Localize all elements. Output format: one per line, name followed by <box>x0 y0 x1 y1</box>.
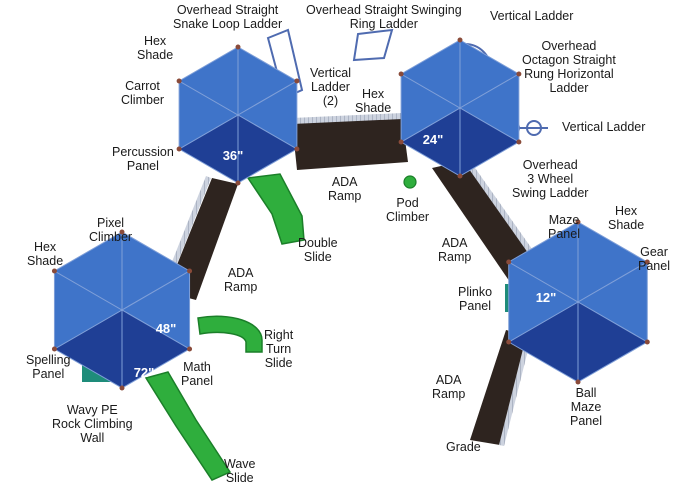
label-hex-shade-right: Hex Shade <box>608 204 645 232</box>
hex-roof-48 <box>51 229 193 391</box>
railing-right <box>464 158 544 270</box>
hex-roof-24-post <box>398 139 404 145</box>
hex-roof-12-post <box>575 219 581 225</box>
hex-roof-48-post <box>187 268 193 274</box>
label-hex-shade-2: Hex Shade <box>355 87 392 115</box>
hex-roof-36-post <box>176 146 182 152</box>
hex-roof-48-post <box>119 385 125 391</box>
double-slide-shape <box>246 173 305 245</box>
hex-roof-36-post <box>235 44 241 50</box>
label-grade: Grade <box>446 440 481 454</box>
label-plinko-panel: Plinko Panel <box>458 285 493 313</box>
hex-roof-24-post <box>516 139 522 145</box>
label-spelling-panel: Spelling Panel <box>26 353 71 381</box>
hex-roof-12-post <box>644 259 650 265</box>
deck-height-36: 36" <box>223 148 244 163</box>
label-vertical-ladder-right: Vertical Ladder <box>562 120 646 134</box>
label-ada-ramp-left: ADA Ramp <box>224 266 258 294</box>
label-carrot-climber: Carrot Climber <box>121 79 165 107</box>
hex-roof-24-post <box>457 37 463 43</box>
label-gear-panel: Gear Panel <box>638 245 670 273</box>
slides <box>144 173 417 481</box>
hex-roof-48-post <box>51 346 57 352</box>
right-turn-slide-shape <box>197 315 263 353</box>
label-ball-maze-panel: Ball Maze Panel <box>570 386 602 428</box>
hex-roof-36-post <box>176 78 182 84</box>
hex-roof-24 <box>398 37 522 179</box>
deck-height-48: 48" <box>156 321 177 336</box>
label-math-panel: Math Panel <box>181 360 213 388</box>
label-right-turn-slide: Right Turn Slide <box>264 328 294 370</box>
label-overhead-snake-loop-ladder: Overhead Straight Snake Loop Ladder <box>173 3 283 31</box>
deck-height-12: 12" <box>536 290 557 305</box>
label-wavy-pe-rock-climbing-wall: Wavy PE Rock Climbing Wall <box>52 403 133 445</box>
label-double-slide: Double Slide <box>298 236 338 264</box>
ramp-right <box>432 160 540 285</box>
deck-height-72: 72" <box>134 365 155 380</box>
hex-roof-12-post <box>506 259 512 265</box>
hex-roof-36-post <box>235 180 241 186</box>
label-overhead-swinging-ring-ladder: Overhead Straight Swinging Ring Ladder <box>306 3 462 31</box>
hex-roof-36-panel <box>178 46 239 116</box>
hex-roof-24-post <box>516 71 522 77</box>
label-maze-panel: Maze Panel <box>548 213 580 241</box>
hex-roof-24-panel <box>400 39 461 109</box>
label-pod-climber: Pod Climber <box>386 196 430 224</box>
hex-roof-36-post <box>294 78 300 84</box>
railing-top <box>292 113 402 124</box>
hex-roof-24-post <box>457 173 463 179</box>
hex-roof-12-post <box>575 379 581 385</box>
label-ada-ramp-top: ADA Ramp <box>328 175 362 203</box>
hex-roof-12 <box>506 219 650 385</box>
label-overhead-3-wheel-swing-ladder: Overhead 3 Wheel Swing Ladder <box>512 158 589 200</box>
wheel-3 <box>526 120 542 136</box>
wave-slide-shape <box>144 371 232 481</box>
hex-roof-48-panel <box>53 231 123 311</box>
hex-roof-12-post <box>506 339 512 345</box>
hex-roof-12-post <box>644 339 650 345</box>
hex-roof-36-post <box>294 146 300 152</box>
swinging-ring-ladder-shape <box>352 28 394 62</box>
label-hex-shade-1: Hex Shade <box>137 34 174 62</box>
deck-height-24: 24" <box>423 132 444 147</box>
label-hex-shade-left: Hex Shade <box>27 240 64 268</box>
hex-roof-48-post <box>119 229 125 235</box>
label-wave-slide: Wave Slide <box>224 457 256 485</box>
railing-bottom <box>499 333 532 446</box>
hex-roof-36 <box>176 44 300 186</box>
label-percussion-panel: Percussion Panel <box>112 145 174 173</box>
label-ada-ramp-mid: ADA Ramp <box>438 236 472 264</box>
ramp-bottom <box>470 330 532 445</box>
pod-climber-shape <box>403 175 417 189</box>
hex-roof-48-post <box>51 268 57 274</box>
label-overhead-octagon-ladder: Overhead Octagon Straight Rung Horizonta… <box>522 39 616 95</box>
label-vertical-ladder-top: Vertical Ladder <box>490 9 574 23</box>
hex-roof-12-panel <box>507 221 579 303</box>
hex-roofs <box>51 37 650 391</box>
label-vertical-ladder-2: Vertical Ladder (2) <box>310 66 351 108</box>
hex-roof-48-post <box>187 346 193 352</box>
label-pixel-climber: Pixel Climber <box>89 216 133 244</box>
label-ada-ramp-bottom: ADA Ramp <box>432 373 466 401</box>
ramp-top <box>292 117 408 170</box>
hex-roof-24-post <box>398 71 404 77</box>
